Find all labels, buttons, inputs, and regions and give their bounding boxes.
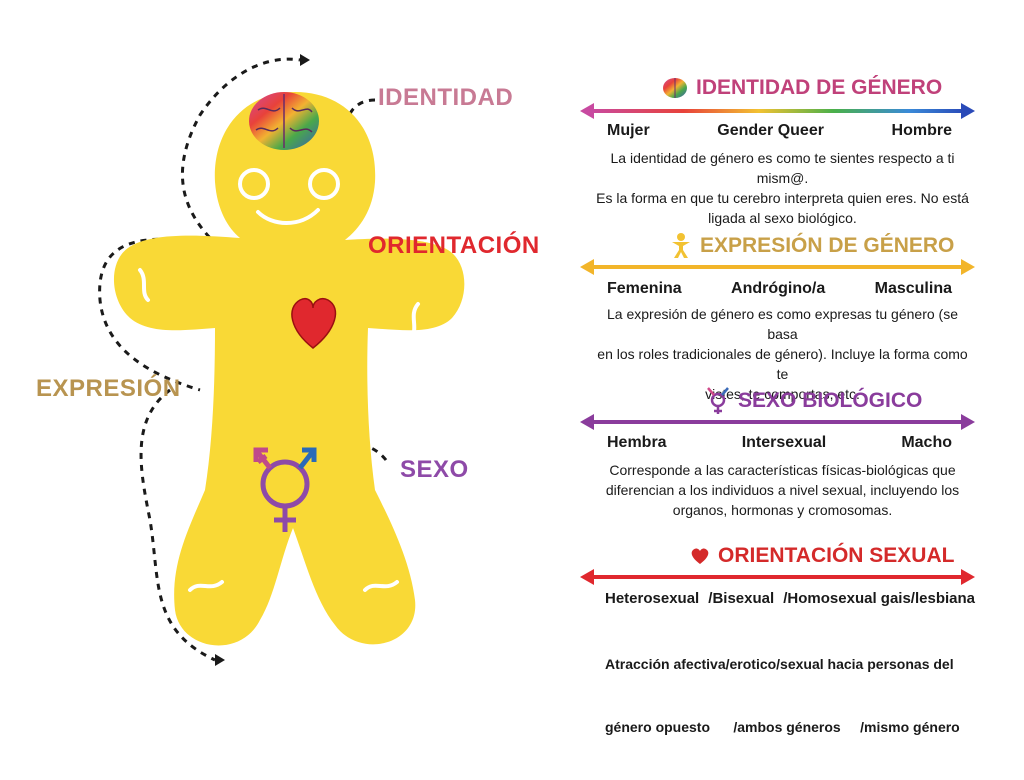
label-sexo: SEXO [400,456,469,483]
scale-middle: /Bisexual [708,590,775,607]
gingerbread-figure [98,54,465,666]
scale-left: Heterosexual [605,590,700,607]
scale-left: Hembra [607,434,667,451]
left-arm-icing [138,268,150,302]
transgender-symbol-icon [707,387,729,414]
description-line: Es la forma en que tu cerebro interpreta… [596,190,969,206]
scale-right: Masculina [874,280,952,297]
description-line: ligada al sexo biológico. [708,210,857,226]
scale-labels-expresion: Femenina Andrógino/a Masculina [607,280,952,298]
scale-labels-identidad: Mujer Gender Queer Hombre [607,122,952,140]
section-sexo-title: SEXO BIOLÓGICO [706,386,922,416]
right-eye [308,168,340,200]
gingerbread-body [113,92,465,646]
label-expresion: EXPRESIÓN [36,375,181,402]
section-expresion-title: EXPRESIÓN DE GÉNERO [670,233,954,259]
section-title-text: SEXO BIOLÓGICO [738,389,923,412]
description-line: Corresponde a las características física… [609,462,956,478]
scale-left: Femenina [607,280,682,297]
heart-icon [291,297,337,349]
scale-right: Hombre [891,122,952,139]
right-arm-icing [408,302,420,342]
description-line: diferencian a los individuos a nivel sex… [605,482,960,498]
face [138,168,420,592]
scale-arrow-identidad [580,103,975,119]
description-identidad: La identidad de género es como te siente… [590,148,975,228]
scale-left: Mujer [607,122,650,139]
transgender-symbol-icon [253,447,317,532]
scale-right: /Homosexual gais/lesbiana [783,590,975,607]
person-icon [672,233,690,258]
heart-icon [691,548,709,564]
right-leg-icing [363,580,399,592]
smile [256,208,320,225]
scale-arrow-orientacion [580,569,975,585]
scale-right: Macho [901,434,952,451]
description-orientacion: Atracción afectiva/erotico/sexual hacia … [605,612,975,780]
label-orientacion: ORIENTACIÓN [368,232,540,259]
description-line: La expresión de género es como expresas … [607,306,958,342]
left-eye [238,168,270,200]
description-line: género opuesto /ambos géneros /mismo gén… [605,719,960,735]
scale-middle: Andrógino/a [731,280,826,297]
section-title-text: ORIENTACIÓN SEXUAL [718,544,955,567]
scale-arrow-sexo [580,414,975,430]
section-identidad-title: IDENTIDAD DE GÉNERO [662,76,942,100]
description-line: organos, hormonas y cromosomas. [672,502,893,518]
description-line: en los roles tradicionales de género). I… [597,346,968,382]
brain-icon [249,92,319,150]
scale-middle: Gender Queer [717,122,824,139]
left-leg-icing [188,580,224,592]
description-sexo: Corresponde a las características física… [590,460,975,520]
description-line: Atracción afectiva/erotico/sexual hacia … [605,656,954,672]
scale-labels-sexo: Hembra Intersexual Macho [607,434,952,452]
section-title-text: IDENTIDAD DE GÉNERO [696,76,943,99]
description-line: La identidad de género es como te siente… [610,150,955,186]
brain-icon [663,78,687,98]
scale-arrow-expresion [580,259,975,275]
section-orientacion-title: ORIENTACIÓN SEXUAL [690,544,954,568]
section-title-text: EXPRESIÓN DE GÉNERO [700,234,955,257]
gender-infographic: IDENTIDAD ORIENTACIÓN EXPRESIÓN SEXO IDE… [36,54,975,735]
description-line: vistes, te comportas, etc. [705,386,860,402]
description-expresion: La expresión de género es como expresas … [590,304,975,404]
scale-middle: Intersexual [741,434,827,451]
scale-labels-orientacion: Heterosexual /Bisexual /Homosexual gais/… [605,590,975,607]
label-identidad: IDENTIDAD [378,84,514,111]
